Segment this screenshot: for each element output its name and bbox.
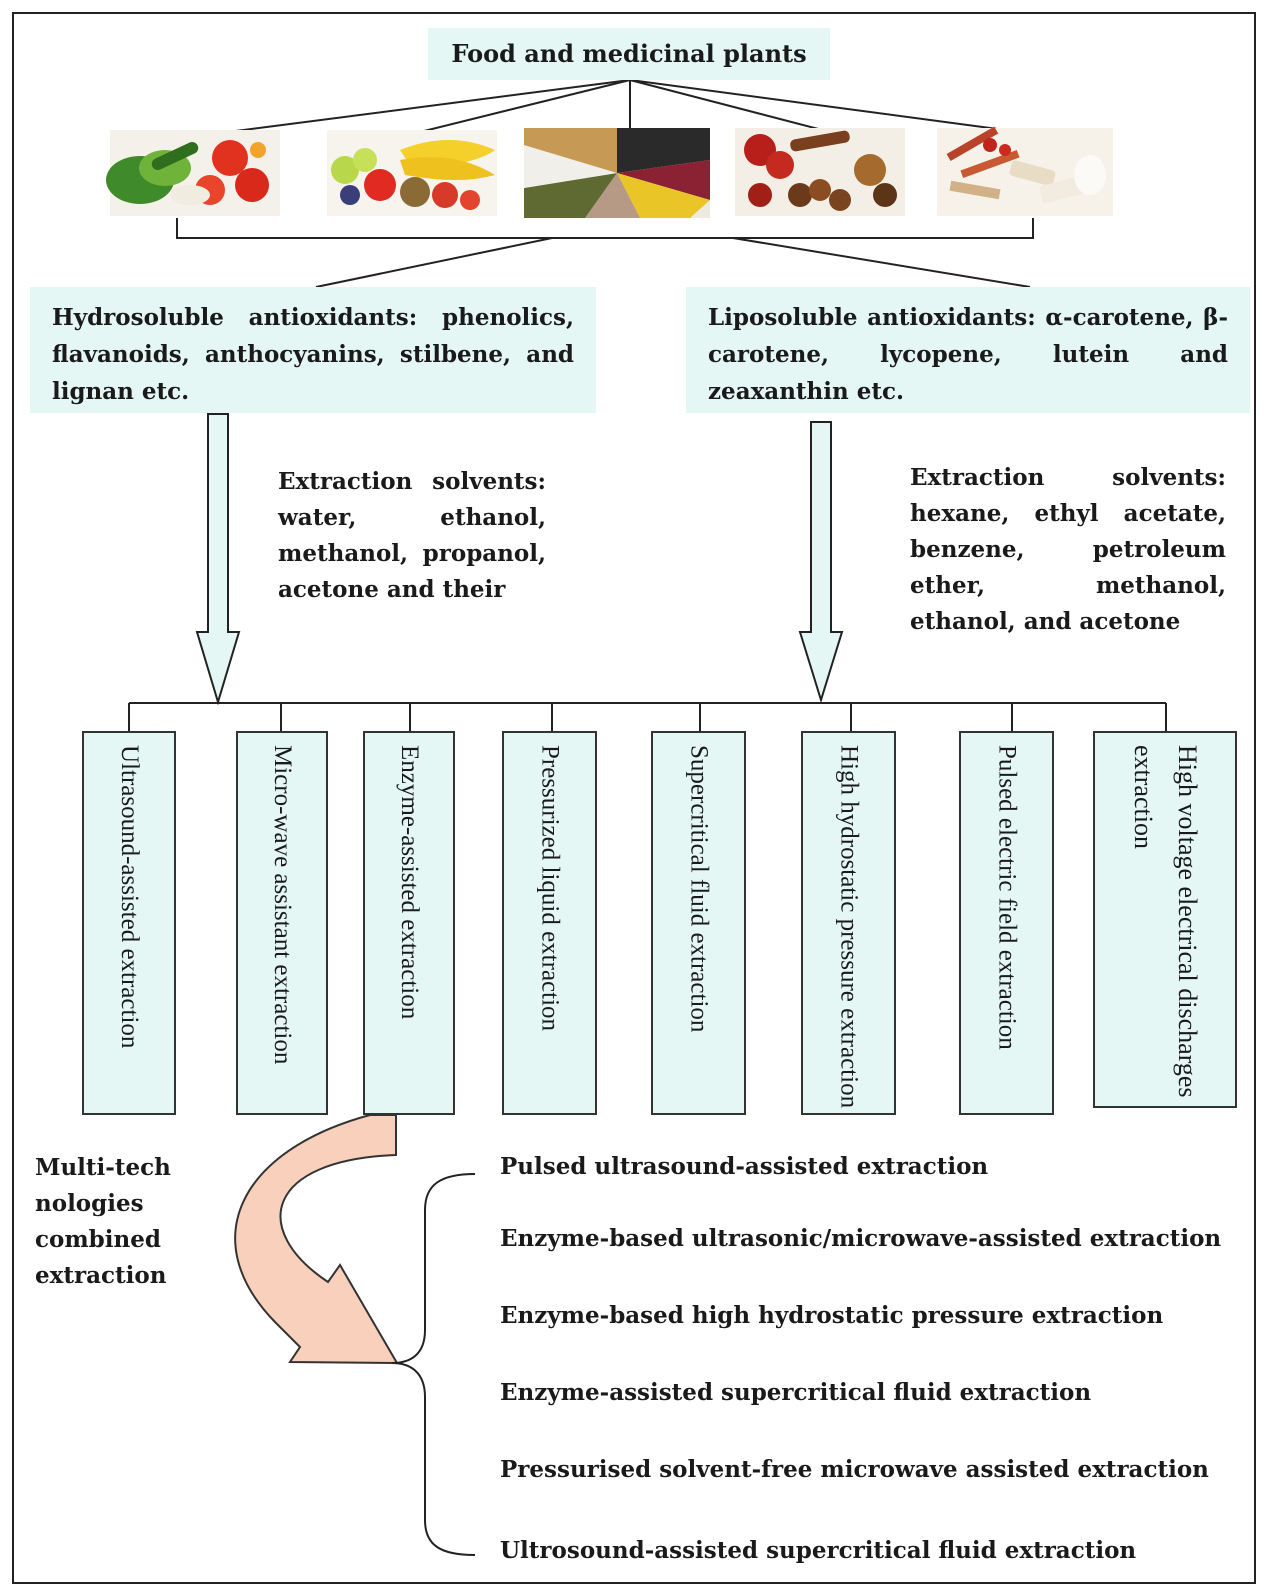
- method-box-ultrasound: Ultrasound-assisted extraction: [82, 731, 176, 1115]
- down-arrow-right: [798, 421, 844, 704]
- method-box-pulsed-electric: Pulsed electric field extraction: [959, 731, 1054, 1115]
- method-box-supercritical: Supercritical fluid extraction: [651, 731, 746, 1115]
- fruits-photo: [327, 130, 497, 216]
- method-label: Enzyme-assisted extraction: [396, 745, 423, 1020]
- vegetables-photo: [106, 130, 280, 216]
- images-bracket: [176, 218, 1034, 288]
- combined-label: Multi-tech nologies combined extraction: [35, 1154, 171, 1289]
- method-label: Pressurized liquid extraction: [536, 745, 564, 1032]
- method-box-enzyme: Enzyme-assisted extraction: [363, 731, 455, 1115]
- method-box-pressurized-liquid: Pressurized liquid extraction: [502, 731, 597, 1115]
- solvents-left: Extraction solvents: water, ethanol, met…: [278, 468, 546, 603]
- method-label: Supercritical fluid extraction: [685, 745, 713, 1033]
- methods-bus: [128, 702, 1167, 732]
- hydrosoluble-box: Hydrosoluble antioxidants: phenolics, fl…: [30, 287, 596, 413]
- combined-brace: [391, 1173, 476, 1556]
- combined-item: Pressurised solvent-free microwave assis…: [500, 1456, 1209, 1483]
- sliced-medicinal-roots-photo: [937, 126, 1113, 216]
- method-box-hydrostatic: High hydrostatic pressure extraction: [801, 731, 896, 1115]
- method-label: Pulsed electric field extraction: [993, 745, 1021, 1050]
- combined-item: Enzyme-based ultrasonic/microwave-assist…: [500, 1225, 1222, 1252]
- combined-item: Enzyme-based high hydrostatic pressure e…: [500, 1302, 1164, 1329]
- liposoluble-box: Liposoluble antioxidants: α-carotene, β-…: [686, 287, 1250, 413]
- grains-beans-photo: [524, 128, 710, 218]
- method-box-microwave: Micro-wave assistant extraction: [236, 731, 328, 1115]
- combined-item: Enzyme-assisted supercritical fluid extr…: [500, 1379, 1092, 1406]
- solvents-right: Extraction solvents: hexane, ethyl aceta…: [910, 464, 1226, 635]
- method-label: Micro-wave assistant extraction: [269, 745, 296, 1065]
- method-box-high-voltage: High voltage electrical discharges extra…: [1093, 731, 1237, 1108]
- combined-item: Ultrosound-assisted supercritical fluid …: [500, 1537, 1137, 1564]
- dried-herbs-photo: [735, 128, 905, 216]
- curved-arrow: [234, 1114, 399, 1365]
- title-box: Food and medicinal plants: [428, 28, 830, 80]
- fan-lines: [227, 79, 1021, 133]
- method-label: High voltage electrical discharges extra…: [1129, 745, 1202, 1098]
- combined-item: Pulsed ultrasound-assisted extraction: [500, 1153, 989, 1180]
- method-label: Ultrasound-assisted extraction: [116, 745, 143, 1049]
- figure-frame: [12, 12, 1256, 1584]
- method-label: High hydrostatic pressure extraction: [835, 745, 863, 1109]
- down-arrow-left: [195, 413, 241, 706]
